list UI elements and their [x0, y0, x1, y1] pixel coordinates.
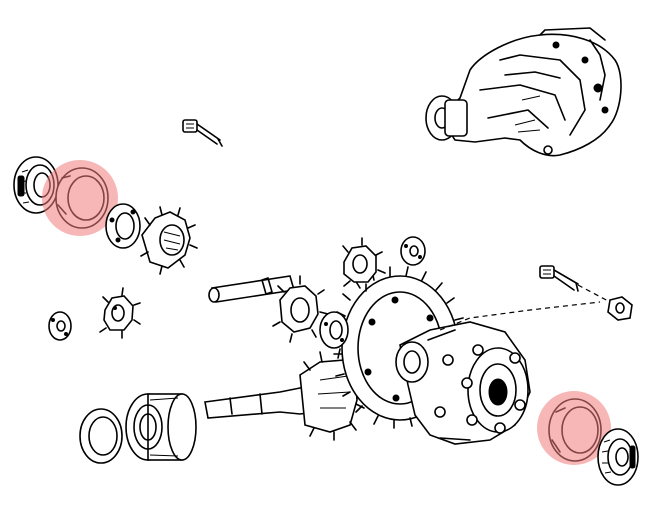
assembly-line-bolt — [577, 284, 611, 303]
pinion-bearing — [125, 393, 197, 461]
pinion-washer-center — [400, 236, 426, 266]
thrust-washer-center — [319, 311, 349, 349]
side-gear-center — [272, 275, 329, 343]
right-bearing-outer-race — [537, 391, 611, 465]
drive-pinion — [204, 348, 366, 441]
ring-gear-nut — [607, 296, 633, 321]
differential-case — [395, 321, 531, 445]
right-bearing — [597, 428, 639, 486]
pinion-gear-left — [99, 287, 141, 339]
pinion-gear-center — [342, 237, 386, 292]
pinion-washer-left — [48, 311, 72, 341]
assembly-line-case — [439, 301, 601, 331]
left-bearing — [13, 156, 59, 214]
highlight-left-bearing-outer-race — [42, 160, 118, 236]
vent-bolt — [182, 119, 223, 147]
side-gear-left — [140, 206, 198, 275]
thrust-washer-left — [105, 203, 141, 249]
left-bearing-outer-race — [42, 160, 118, 236]
oil-seal — [79, 408, 123, 464]
differential-housing — [425, 27, 622, 157]
ring-gear-bolt — [539, 265, 579, 292]
highlight-right-bearing-outer-race — [537, 391, 611, 465]
